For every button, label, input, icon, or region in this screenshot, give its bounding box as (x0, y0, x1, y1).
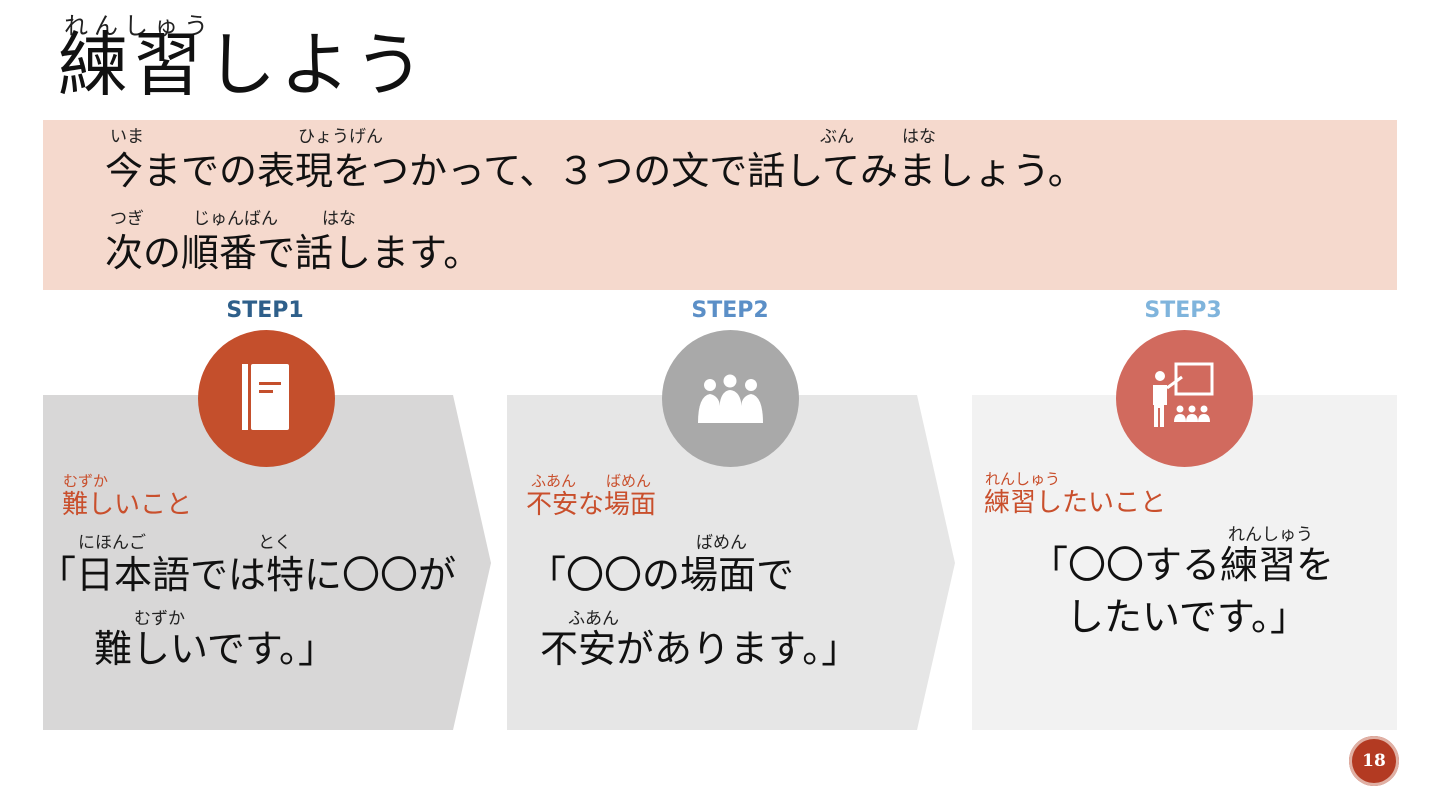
step3-line1: 「〇〇する練習を (1030, 543, 1335, 587)
ruby-hana-2: はな (322, 209, 356, 229)
step2-heading-ruby-a: ふあん (531, 472, 577, 490)
step2-label: STEP2 (691, 298, 769, 323)
page-title: 練習しよう (58, 24, 428, 106)
step2-line1-ruby: ばめん (696, 533, 747, 553)
step2-circle (662, 330, 799, 467)
step3-circle (1116, 330, 1253, 467)
instruction-banner (43, 120, 1397, 290)
step3-heading: 練習したいこと (984, 488, 1167, 518)
step1-line2-ruby: むずか (134, 609, 185, 629)
step1-circle (198, 330, 335, 467)
ruby-hyougen: ひょうげん (298, 127, 383, 147)
banner-line-1: 今までの表現をつかって、３つの文で話してみましょう。 (105, 149, 1086, 193)
step3-line2: したいです。」 (1066, 595, 1309, 639)
step2-heading: 不安な場面 (526, 490, 657, 520)
step1-heading-ruby: むずか (63, 472, 109, 490)
step2-line2: 不安があります。」 (540, 627, 860, 671)
step1-heading: 難しいこと (62, 490, 193, 520)
banner-line-2: 次の順番で話します。 (105, 231, 482, 275)
ruby-tsugi: つぎ (110, 209, 144, 229)
step1-panel (43, 395, 491, 730)
step3-line1-ruby: れんしゅう (1228, 525, 1313, 545)
step1-line1: 「日本語では特に〇〇が (38, 553, 457, 597)
page-number-badge: 18 (1349, 736, 1399, 786)
step1-label: STEP1 (226, 298, 304, 323)
step3-label: STEP3 (1144, 298, 1222, 323)
page-number: 18 (1362, 751, 1386, 771)
step1-line1-ruby-b: とく (258, 533, 292, 553)
notebook-icon (242, 364, 289, 430)
ruby-ima: いま (110, 127, 144, 147)
title-ruby: れんしゅう (64, 12, 214, 40)
step1-line2: 難しいです。」 (94, 627, 337, 671)
step2-line2-ruby: ふあん (568, 609, 619, 629)
classroom-icon (1153, 362, 1214, 427)
step1-line1-ruby-a: にほんご (78, 533, 146, 553)
step3-heading-ruby: れんしゅう (985, 470, 1061, 488)
ruby-bun: ぶん (820, 127, 854, 147)
ruby-hana: はな (902, 127, 936, 147)
step2-panel (507, 395, 955, 730)
step2-line1: 「〇〇の場面で (528, 553, 795, 597)
step2-heading-ruby-b: ばめん (606, 472, 652, 490)
meeting-icon (698, 374, 763, 423)
ruby-junban: じゅんばん (193, 209, 278, 229)
